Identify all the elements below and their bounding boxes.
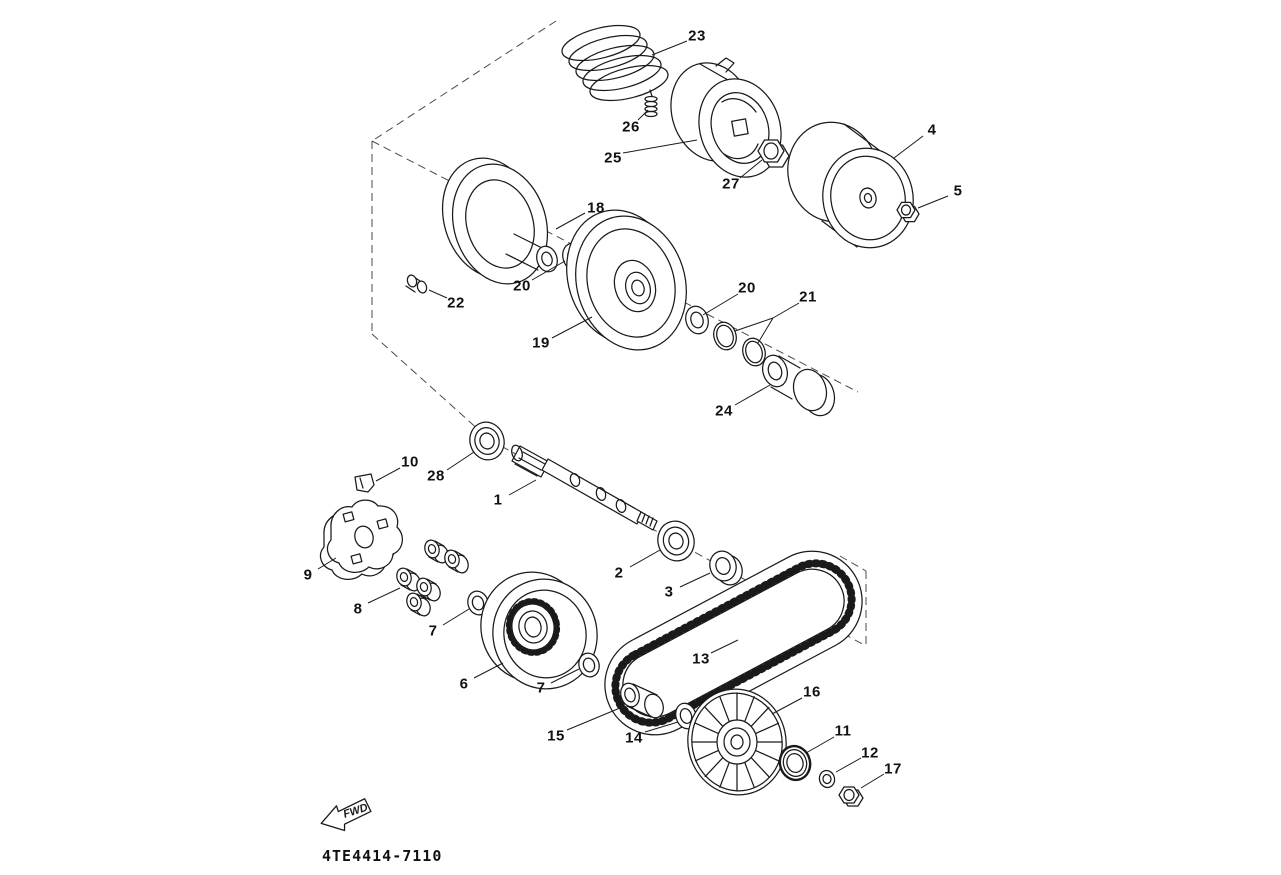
part-secondary-sliding-sheave-18 [441,157,558,285]
part-weight-rollers-8 [396,539,469,617]
part-collar-24 [761,354,836,417]
part-spacer-3 [709,550,743,586]
part-primary-fixed-sheave-fan-16 [687,688,787,796]
callout-20b: 20 [738,279,756,297]
part-washer-20b [685,305,709,335]
callout-7b: 7 [536,679,546,697]
callout-13: 13 [692,650,710,668]
part-bearing-28 [469,421,505,461]
callout-10: 10 [401,453,419,471]
callout-4: 4 [927,121,937,139]
part-cam-plate-9 [319,499,403,580]
part-primary-sliding-sheave-6 [480,571,598,690]
part-nut-5 [896,201,920,223]
callout-9: 9 [303,566,313,584]
part-bearing-2 [657,520,695,562]
callout-6: 6 [459,675,469,693]
callout-24: 24 [715,402,733,420]
fwd-arrow: FWD [320,798,372,832]
callout-19: 19 [532,334,550,352]
part-collar-15 [620,682,664,719]
callout-21: 21 [799,288,817,306]
part-o-rings-21 [713,321,766,367]
callout-26: 26 [622,118,640,136]
part-lock-nut-27 [757,139,790,168]
callout-5: 5 [953,182,963,200]
part-pin-22 [405,274,428,294]
callout-27: 27 [722,175,740,193]
callout-17: 17 [884,760,902,778]
callout-1: 1 [493,491,503,509]
part-small-spring-26 [644,89,658,118]
part-seal-11 [778,744,812,782]
part-washer-7b [578,652,600,678]
callout-11: 11 [834,722,852,740]
callout-22: 22 [447,294,465,312]
callout-20a: 20 [513,277,531,295]
callout-28: 28 [427,467,445,485]
part-main-axle-1 [511,444,658,531]
callout-14: 14 [625,729,643,747]
callout-23: 23 [688,27,706,45]
part-nut-17 [838,786,864,807]
part-secondary-fixed-sheave-19 [566,209,687,351]
part-compression-spring-23 [561,24,669,102]
callout-7a: 7 [428,622,438,640]
callout-15: 15 [547,727,565,745]
part-slider-10 [354,473,375,493]
drawing-number: 4TE4414-7110 [322,847,443,865]
part-washer-12 [818,769,836,789]
part-clutch-housing-4 [787,121,914,249]
callout-8: 8 [353,600,363,618]
leader-lines [317,40,949,789]
callout-3: 3 [664,583,674,601]
callout-18: 18 [587,199,605,217]
callout-16: 16 [803,683,821,701]
callout-2: 2 [614,564,624,582]
callout-12: 12 [861,744,879,762]
callout-25: 25 [604,149,622,167]
